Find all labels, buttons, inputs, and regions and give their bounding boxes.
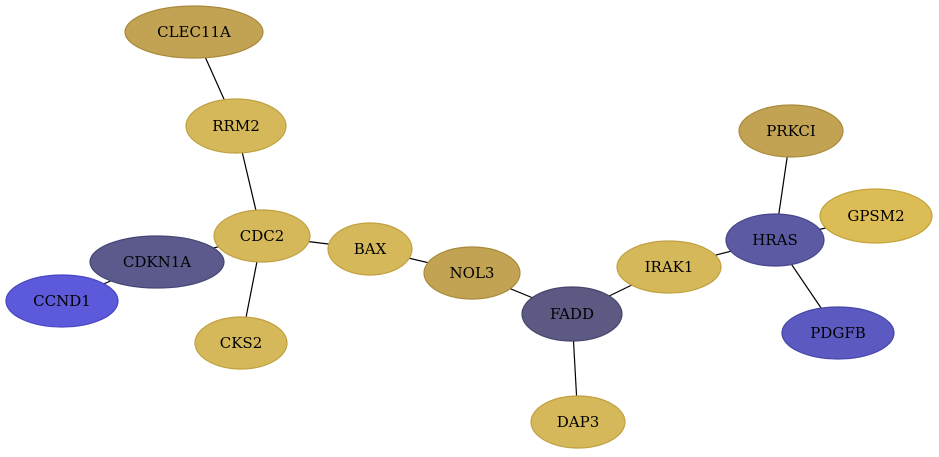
- node-shape[interactable]: [185, 98, 287, 154]
- node-rrm2[interactable]: RRM2: [185, 98, 287, 154]
- node-dap3[interactable]: DAP3: [530, 395, 626, 449]
- node-cdc2[interactable]: CDC2: [213, 209, 311, 263]
- node-shape[interactable]: [423, 246, 521, 300]
- node-hras[interactable]: HRAS: [725, 213, 825, 267]
- node-shape[interactable]: [124, 5, 264, 59]
- node-shape[interactable]: [521, 286, 623, 342]
- node-shape[interactable]: [530, 395, 626, 449]
- node-clec11a[interactable]: CLEC11A: [124, 5, 264, 59]
- node-cks2[interactable]: CKS2: [194, 316, 288, 370]
- node-label: DAP3: [557, 413, 600, 431]
- node-shape[interactable]: [781, 306, 895, 360]
- node-shape[interactable]: [738, 104, 844, 158]
- node-fadd[interactable]: FADD: [521, 286, 623, 342]
- node-label: CKS2: [220, 334, 263, 352]
- node-ccnd1[interactable]: CCND1: [5, 274, 119, 328]
- node-label: PRKCI: [766, 122, 816, 140]
- node-shape[interactable]: [89, 235, 225, 289]
- node-label: RRM2: [212, 117, 260, 135]
- node-label: HRAS: [752, 231, 797, 249]
- node-label: PDGFB: [810, 324, 866, 342]
- node-label: CLEC11A: [157, 23, 231, 41]
- node-gpsm2[interactable]: GPSM2: [819, 188, 933, 244]
- node-label: GPSM2: [847, 207, 904, 225]
- node-label: BAX: [354, 240, 387, 258]
- node-cdkn1a[interactable]: CDKN1A: [89, 235, 225, 289]
- node-label: FADD: [550, 305, 594, 323]
- node-shape[interactable]: [5, 274, 119, 328]
- node-label: CDC2: [240, 227, 285, 245]
- node-shape[interactable]: [194, 316, 288, 370]
- node-shape[interactable]: [327, 222, 413, 276]
- node-shape[interactable]: [213, 209, 311, 263]
- node-label: NOL3: [450, 264, 495, 282]
- node-shape[interactable]: [616, 240, 722, 294]
- node-prkci[interactable]: PRKCI: [738, 104, 844, 158]
- node-label: CCND1: [33, 292, 91, 310]
- node-irak1[interactable]: IRAK1: [616, 240, 722, 294]
- node-label: CDKN1A: [123, 253, 191, 271]
- node-pdgfb[interactable]: PDGFB: [781, 306, 895, 360]
- node-label: IRAK1: [645, 258, 694, 276]
- node-shape[interactable]: [725, 213, 825, 267]
- node-nol3[interactable]: NOL3: [423, 246, 521, 300]
- node-bax[interactable]: BAX: [327, 222, 413, 276]
- node-shape[interactable]: [819, 188, 933, 244]
